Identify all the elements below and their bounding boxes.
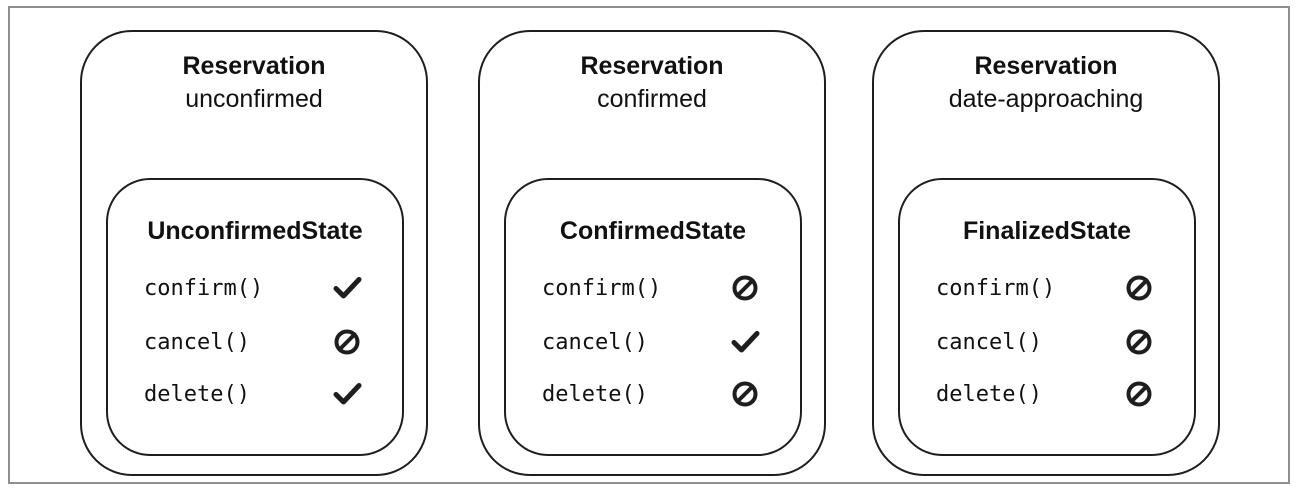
reservation-subtitle: date-approaching xyxy=(948,85,1144,113)
method-cancel: cancel() xyxy=(936,330,1042,355)
method-confirm: confirm() xyxy=(144,276,264,301)
state-name: UnconfirmedState xyxy=(147,217,363,245)
reservation-subtitle: confirmed xyxy=(597,85,707,113)
state-box-confirmed: ConfirmedState confirm() cancel() delete… xyxy=(504,178,802,456)
check-icon xyxy=(332,273,362,303)
prohibited-icon xyxy=(730,273,760,303)
check-icon xyxy=(730,327,760,357)
reservation-title: Reservation xyxy=(182,52,326,80)
state-name: ConfirmedState xyxy=(559,217,747,245)
reservation-title: Reservation xyxy=(974,52,1118,80)
state-box-unconfirmed: UnconfirmedState confirm() cancel() dele… xyxy=(106,178,404,456)
method-delete: delete() xyxy=(542,382,648,407)
reservation-box-unconfirmed: Reservation unconfirmed UnconfirmedState… xyxy=(80,30,428,476)
check-icon xyxy=(332,379,362,409)
state-name: FinalizedState xyxy=(962,217,1132,245)
prohibited-icon xyxy=(332,327,362,357)
reservation-box-date-approaching: Reservation date-approaching FinalizedSt… xyxy=(872,30,1220,476)
method-confirm: confirm() xyxy=(542,276,662,301)
prohibited-icon xyxy=(730,379,760,409)
method-confirm: confirm() xyxy=(936,276,1056,301)
state-box-finalized: FinalizedState confirm() cancel() delete… xyxy=(898,178,1196,456)
method-delete: delete() xyxy=(936,382,1042,407)
method-cancel: cancel() xyxy=(144,330,250,355)
method-cancel: cancel() xyxy=(542,330,648,355)
diagram-frame: Reservation unconfirmed UnconfirmedState… xyxy=(8,6,1290,484)
reservation-title: Reservation xyxy=(580,52,724,80)
prohibited-icon xyxy=(1124,327,1154,357)
prohibited-icon xyxy=(1124,379,1154,409)
method-delete: delete() xyxy=(144,382,250,407)
prohibited-icon xyxy=(1124,273,1154,303)
reservation-subtitle: unconfirmed xyxy=(185,85,323,113)
reservation-box-confirmed: Reservation confirmed ConfirmedState con… xyxy=(478,30,826,476)
